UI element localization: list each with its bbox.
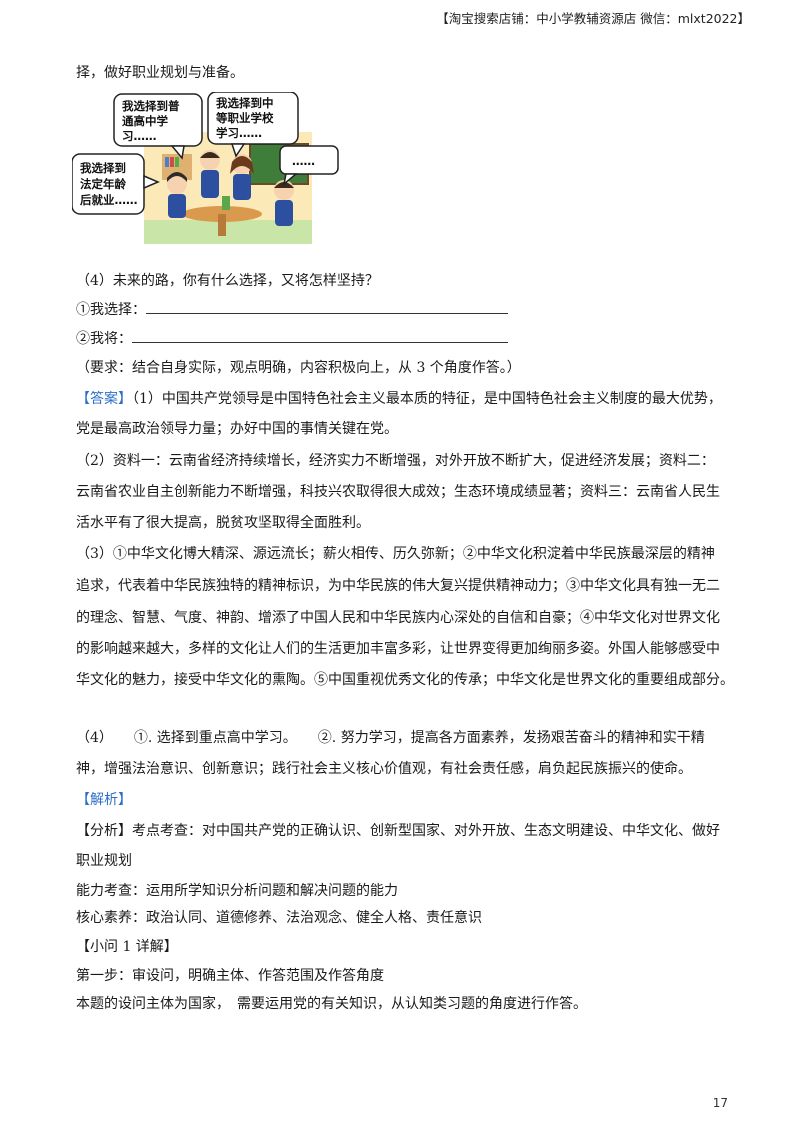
- answer-p2-line2: 云南省农业自主创新能力不断增强，科技兴农取得很大成效；生态环境成绩显著；资料三：…: [76, 484, 720, 500]
- student-girl-left: [167, 172, 187, 218]
- bubble-line: 法定年龄: [80, 177, 126, 191]
- answer-p2-line1: （2）资料一：云南省经济持续增长，经济实力不断增强，对外开放不断扩大，促进经济发…: [76, 453, 715, 469]
- choice-blank-line: [146, 299, 508, 314]
- question-4-prompt: （4）未来的路，你有什么选择，又将怎样坚持？: [76, 273, 379, 289]
- answer-tag: 【答案】: [76, 391, 132, 407]
- will-blank-line: [132, 328, 508, 343]
- will-label: ②我将：: [76, 331, 132, 347]
- speech-bubble-vocational-school: 我选择到中 等职业学校 学习……: [207, 91, 299, 158]
- answer-p3-line3: 的理念、智慧、气度、神韵、增添了中国人民和中华民族内心深处的自信和自豪；④中华文…: [76, 610, 720, 626]
- analysis-ability: 能力考查：运用所学知识分析问题和解决问题的能力: [76, 883, 398, 899]
- answer-p3-line4: 的影响越来越大，多样的文化让人们的生活更加丰富多彩，让世界变得更加绚丽多姿。外国…: [76, 641, 720, 657]
- answer-p4-line1: （4） ①. 选择到重点高中学习。 ②. 努力学习，提高各方面素养，发扬艰苦奋斗…: [76, 730, 705, 746]
- shop-header-note: 【淘宝搜索店铺：中小学教辅资源店 微信：mlxt2022】: [436, 11, 750, 26]
- speech-bubble-employment: 我选择到 法定年龄 后就业……: [71, 153, 160, 215]
- question-4-will-row: ②我将：: [76, 328, 508, 348]
- answer-p2-line3: 活水平有了很大提高，脱贫攻坚取得全面胜利。: [76, 515, 370, 531]
- analysis-fenxi-line2: 职业规划: [76, 853, 132, 869]
- answer-p1-line2: 党是最高政治领导力量；办好中国的事情关键在党。: [76, 421, 398, 437]
- page-number: 17: [712, 1096, 728, 1110]
- step-1-detail: 本题的设问主体为国家， 需要运用党的有关知识，从认知类习题的角度进行作答。: [76, 996, 587, 1012]
- students-illustration: 我选择到普 通高中学 习…… 我选择到中 等职业学校 学习…… …… 我选择到 …: [71, 91, 342, 244]
- analysis-tag: 【解析】: [76, 792, 132, 808]
- sub-question-1-heading: 【小问 1 详解】: [76, 939, 178, 955]
- analysis-literacy: 核心素养：政治认同、道德修养、法治观念、健全人格、责任意识: [76, 910, 482, 926]
- speech-bubble-ellipsis: ……: [279, 145, 339, 186]
- step-1-title: 第一步：审设问，明确主体、作答范围及作答角度: [76, 968, 384, 984]
- book: [165, 157, 169, 167]
- answer-p3-line5: 华文化的魅力，接受中华文化的熏陶。⑤中国重视优秀文化的传承；中华文化是世界文化的…: [76, 672, 734, 688]
- book: [175, 157, 179, 167]
- bubble-line: 我选择到普: [122, 99, 180, 113]
- bubble-line: 等职业学校: [215, 111, 274, 125]
- bubble-line: 后就业……: [80, 193, 138, 207]
- student-boy-center: [200, 150, 220, 198]
- answer-p4-line2: 神，增强法治意识、创新意识；践行社会主义核心价值观，有社会责任感，肩负起民族振兴…: [76, 761, 692, 777]
- student-boy-right: [274, 180, 294, 226]
- bubble-line: 学习……: [216, 126, 262, 140]
- table-leg: [218, 214, 226, 236]
- answer-p1-line1: 【答案】（1）中国共产党领导是中国特色社会主义最本质的特征，是中国特色社会主义制…: [76, 388, 722, 408]
- continuation-text: 择，做好职业规划与准备。: [76, 65, 244, 81]
- bubble-line: 通高中学: [122, 114, 168, 128]
- student-girl-center: [230, 154, 254, 200]
- answer-p3-line2: 追求，代表着中华民族独特的精神标识，为中华民族的伟大复兴提供精神动力；③中华文化…: [76, 578, 720, 594]
- book: [170, 157, 174, 167]
- choice-label: ①我选择：: [76, 302, 146, 318]
- analysis-fenxi-line1: 【分析】考点考查：对中国共产党的正确认识、创新型国家、对外开放、生态文明建设、中…: [76, 823, 720, 839]
- answer-text: （1）中国共产党领导是中国特色社会主义最本质的特征，是中国特色社会主义制度的最大…: [132, 391, 722, 407]
- answer-p3-line1: （3）①中华文化博大精深、源远流长；薪火相传、历久弥新；②中华文化积淀着中华民族…: [76, 546, 715, 562]
- bubble-line: 我选择到: [80, 161, 126, 175]
- plant-pot: [222, 196, 230, 210]
- question-4-choice-row: ①我选择：: [76, 299, 508, 319]
- bubble-line: 我选择到中: [216, 96, 274, 110]
- bubble-line: ……: [292, 154, 315, 168]
- speech-bubble-regular-high-school: 我选择到普 通高中学 习……: [113, 93, 203, 160]
- classroom-scene: 我选择到普 通高中学 习…… 我选择到中 等职业学校 学习…… …… 我选择到 …: [71, 91, 339, 244]
- question-4-requirement: （要求：结合自身实际，观点明确，内容积极向上，从 3 个角度作答。）: [76, 360, 521, 376]
- bubble-line: 习……: [122, 129, 157, 143]
